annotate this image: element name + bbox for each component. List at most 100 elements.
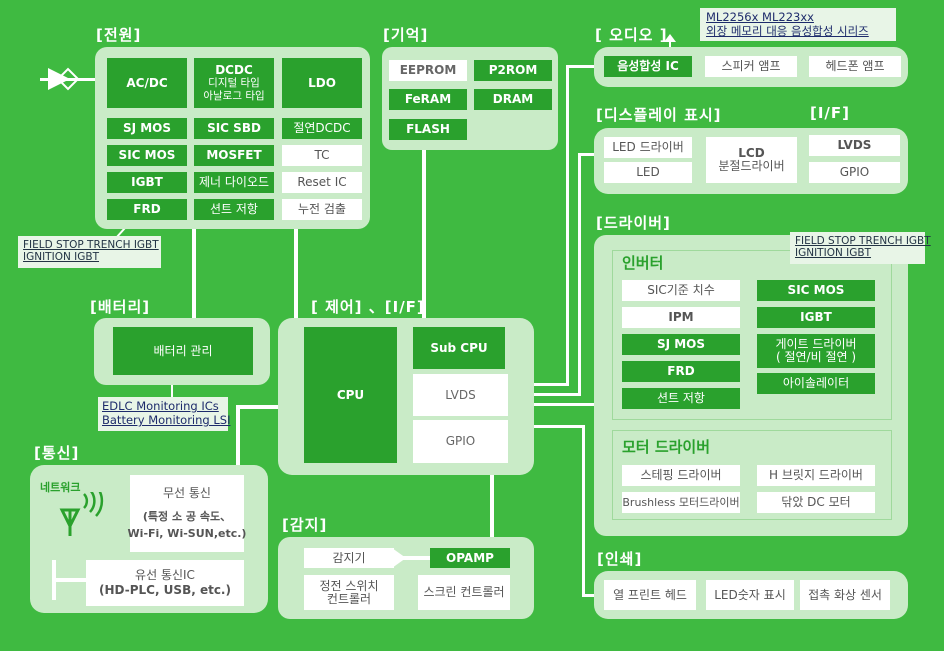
connector — [192, 229, 196, 321]
cap-switch-line2: 컨트롤러 — [326, 591, 372, 606]
connector — [578, 153, 581, 396]
connector — [582, 594, 604, 597]
network-label: 네트워크 — [40, 481, 81, 494]
power-igbt-note: FIELD STOP TRENCH IGBT IGNITION IGBT — [18, 236, 161, 268]
shunt-box: 션트 저항 — [194, 199, 274, 220]
wired-line-icon — [52, 578, 86, 582]
cap-switch-line1: 정전 스위치 — [319, 578, 379, 593]
acdc-box: AC/DC — [107, 58, 187, 108]
sense-title: [감지] — [282, 516, 328, 534]
mosfet-box: MOSFET — [194, 145, 274, 166]
dram-box: DRAM — [474, 89, 552, 110]
comm-title: [통신] — [34, 444, 80, 462]
display-if-title: [I/F] — [810, 104, 851, 122]
note-line: FIELD STOP TRENCH IGBT — [795, 235, 931, 247]
motor-title: 모터 드라이버 — [622, 438, 711, 456]
dcdc-digital: 디지털 타입 — [208, 76, 260, 89]
lcd-driver-box: LCD 분절드라이버 — [706, 137, 797, 183]
led-driver-box: LED 드라이버 — [604, 137, 692, 158]
gate-driver-title: 게이트 드라이버 — [775, 337, 857, 351]
screen-ctrl-box: 스크린 컨트롤러 — [418, 575, 510, 610]
leak-detect-box: 누전 검출 — [282, 199, 362, 220]
igbt-box: IGBT — [107, 172, 187, 193]
arrow-right-icon — [392, 548, 432, 568]
gate-driver-subtitle: ( 절연/비 절연 ) — [775, 350, 857, 364]
connector — [534, 393, 580, 396]
brushless-box: Brushless 모터드라이버 — [622, 492, 740, 513]
note-line: 외장 메모리 대응 음성합성 시리즈 — [706, 24, 869, 38]
connector — [294, 229, 298, 321]
wireless-title: 무선 통신 — [163, 486, 211, 500]
connector — [578, 153, 600, 156]
connector — [566, 65, 569, 386]
antenna-icon — [59, 492, 104, 536]
connector — [236, 405, 240, 467]
driver-igbt-note: FIELD STOP TRENCH IGBT IGNITION IGBT — [790, 232, 931, 264]
inv-sic-mos-box: SIC MOS — [757, 280, 875, 301]
feram-box: FeRAM — [389, 89, 467, 110]
sic-sbd-box: SIC SBD — [194, 118, 274, 139]
connector — [236, 405, 278, 409]
inverter-title: 인버터 — [622, 254, 664, 272]
connector — [582, 425, 585, 597]
dcdc-box: DCDC 디지털 타입 아날로그 타입 — [194, 58, 274, 108]
audio-note: ML2256x ML223xx 외장 메모리 대응 음성합성 시리즈 — [700, 8, 896, 41]
sj-mos-box: SJ MOS — [107, 118, 187, 139]
sic-mos-box: SIC MOS — [107, 145, 187, 166]
inv-shunt-box: 션트 저항 — [622, 388, 740, 409]
gate-driver-box: 게이트 드라이버 ( 절연/비 절연 ) — [757, 334, 875, 368]
sub-cpu-box: Sub CPU — [413, 327, 505, 369]
inv-frd-box: FRD — [622, 361, 740, 382]
dcdc-analog: 아날로그 타입 — [203, 89, 265, 102]
contact-sensor-box: 접촉 화상 센서 — [800, 580, 890, 610]
wireless-line2: Wi-Fi, Wi-SUN,etc.) — [127, 527, 247, 540]
eeprom-box: EEPROM — [389, 60, 467, 81]
wireless-box: 무선 통신 (특정 소 공 속도、 Wi-Fi, Wi-SUN,etc.) — [127, 475, 247, 552]
isolated-dcdc-box: 절연DCDC — [282, 118, 362, 139]
wired-line2: (HD-PLC, USB, etc.) — [99, 583, 231, 597]
opamp-box: OPAMP — [430, 548, 510, 568]
zener-box: 제너 다이오드 — [194, 172, 274, 193]
audio-title: [ 오디오 ] — [595, 26, 668, 44]
power-title: [전원] — [96, 26, 142, 44]
sic-std-box: SIC기준 치수 — [622, 280, 740, 301]
brushed-dc-box: 닦았 DC 모터 — [757, 492, 875, 513]
ldo-box: LDO — [282, 58, 362, 108]
connector — [566, 65, 604, 68]
wireless-line1: (특정 소 공 속도、 — [142, 510, 232, 523]
note-line: IGNITION IGBT — [23, 251, 100, 263]
note-line: IGNITION IGBT — [795, 247, 872, 259]
connector — [534, 383, 568, 386]
p2rom-box: P2ROM — [474, 60, 552, 81]
inv-igbt-box: IGBT — [757, 307, 875, 328]
driver-title: [드라이버] — [596, 214, 671, 232]
ipm-box: IPM — [622, 307, 740, 328]
dcdc-title: DCDC — [215, 62, 253, 77]
speaker-amp-box: 스피커 앰프 — [705, 56, 797, 77]
sensor-box: 감지기 — [304, 548, 394, 568]
note-line: ML2256x ML223xx — [706, 10, 814, 24]
isolator-box: 아이솔레이터 — [757, 373, 875, 394]
lcd-subtitle: 분절드라이버 — [718, 159, 785, 173]
control-title: [ 제어] 、[I/F] — [311, 298, 425, 316]
frd-box: FRD — [107, 199, 187, 220]
note-line: FIELD STOP TRENCH IGBT — [23, 239, 159, 251]
note-line: EDLC Monitoring ICs — [102, 399, 219, 413]
battery-title: [배터리] — [90, 298, 151, 316]
wired-box: 유선 통신IC (HD-PLC, USB, etc.) — [86, 560, 244, 606]
display-gpio-box: GPIO — [809, 162, 900, 183]
reset-ic-box: Reset IC — [282, 172, 362, 193]
connector — [534, 425, 584, 428]
led-digit-box: LED숫자 표시 — [706, 580, 794, 610]
connector — [422, 150, 426, 320]
print-title: [인쇄] — [597, 550, 643, 568]
display-lvds-box: LVDS — [809, 135, 900, 156]
lcd-title: LCD — [738, 146, 765, 160]
speech-ic-box: 음성합성 IC — [604, 56, 692, 77]
cap-switch-box: 정전 스위치 컨트롤러 — [304, 575, 394, 610]
stepping-box: 스테핑 드라이버 — [622, 465, 740, 486]
connector — [490, 475, 494, 540]
led-box: LED — [604, 162, 692, 183]
bridge-icon — [56, 67, 80, 91]
headphone-amp-box: 헤드폰 앰프 — [809, 56, 901, 77]
